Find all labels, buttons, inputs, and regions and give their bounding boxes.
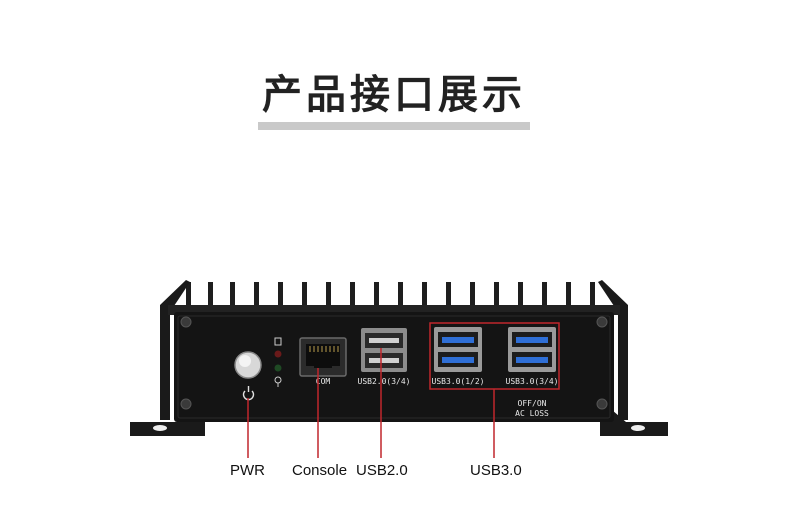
usb3-b-port-label: USB3.0(3/4)	[506, 377, 559, 386]
usb3-ports-group-b	[508, 327, 556, 372]
callout-lines	[247, 322, 560, 458]
power-led	[274, 364, 282, 372]
page-title: 产品接口展示	[262, 72, 526, 118]
hdd-led	[274, 350, 282, 358]
hdd-indicator-icon	[274, 337, 282, 346]
chassis-top-bar	[168, 305, 620, 315]
usb3-a-port-label: USB3.0(1/2)	[432, 377, 485, 386]
chassis-right-fins	[598, 280, 628, 420]
ac-loss-label: AC LOSS	[515, 409, 549, 418]
right-mounting-foot	[600, 410, 668, 436]
usb2-port-label: USB2.0(3/4)	[358, 377, 411, 386]
panel-screws	[180, 316, 608, 410]
title-underline	[258, 122, 530, 130]
left-foot-hole	[153, 425, 167, 431]
usb2-ports	[361, 328, 407, 372]
pwr-callout-label: PWR	[230, 462, 265, 479]
right-foot-hole	[631, 425, 645, 431]
light-bulb-icon	[274, 376, 282, 387]
chassis-left-fins	[160, 280, 190, 420]
usb3-callout-label: USB3.0	[470, 462, 522, 479]
com-port-label: COM	[316, 377, 331, 386]
heatsink-fins	[186, 282, 595, 312]
usb2-callout-label: USB2.0	[356, 462, 408, 479]
usb3-ports-group-a	[434, 327, 482, 372]
off-on-label: OFF/ON	[518, 399, 547, 408]
console-callout-label: Console	[292, 462, 348, 479]
